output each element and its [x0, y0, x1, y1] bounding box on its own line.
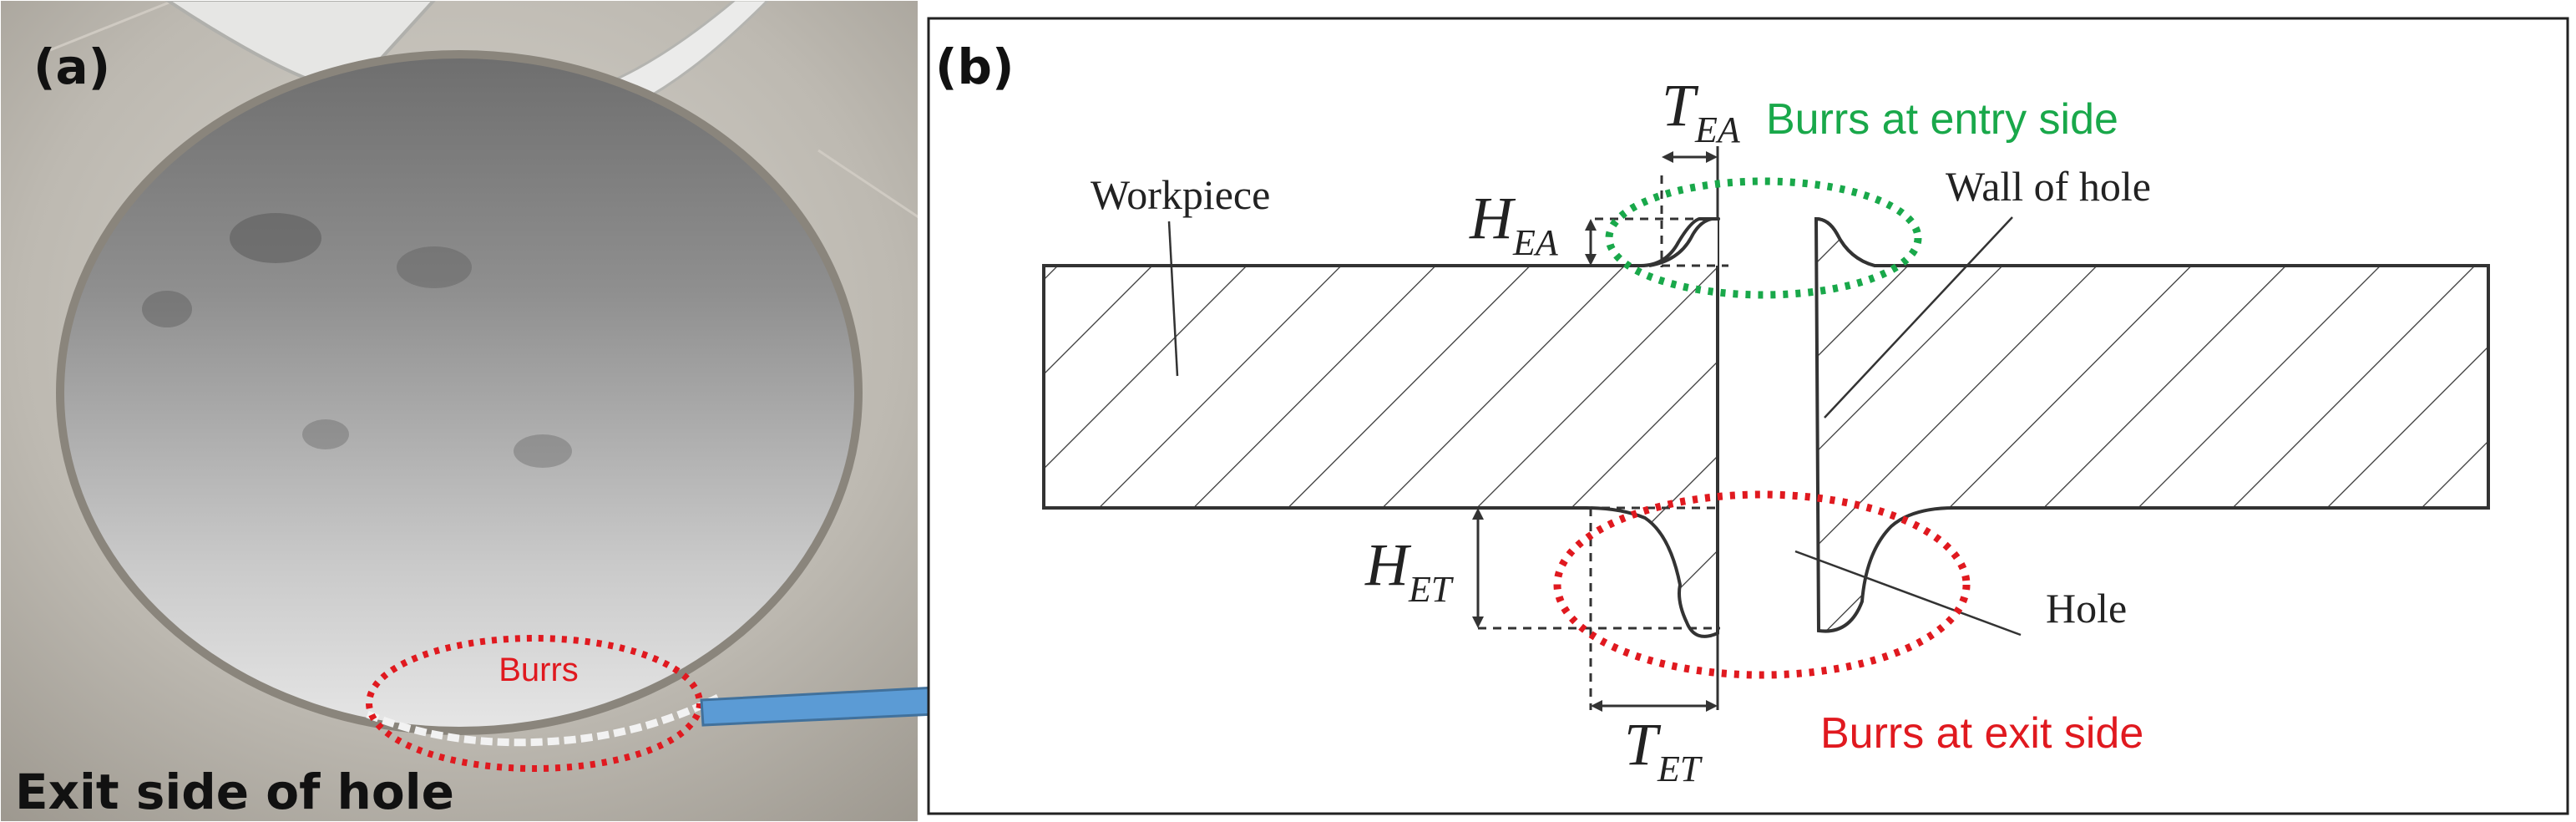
burr-ridge [366, 693, 721, 747]
t-ea-sub: EA [1694, 109, 1741, 150]
entry-burrs-ellipse [1605, 177, 1922, 299]
hole-spot [514, 434, 572, 468]
h-et-arrowhead [1472, 616, 1484, 628]
drilled-hole [56, 50, 863, 735]
panel-a-caption: Exit side of hole [15, 764, 454, 820]
h-ea-arrowhead [1585, 254, 1597, 266]
h-ea-sub: EA [1512, 222, 1559, 263]
t-et-main: T [1624, 711, 1662, 778]
burrs-label: Burrs [498, 652, 579, 688]
burrs-highlight-ellipse [366, 635, 703, 772]
h-ea-main: H [1469, 185, 1516, 251]
plate-scratch [817, 149, 919, 219]
panel-b-label: (b) [935, 38, 1015, 95]
exit-burrs-ellipse [1553, 490, 1971, 679]
entry-burr-left [1649, 219, 1718, 266]
h-et-sub: ET [1408, 569, 1455, 610]
t-et-symbol: TET [1624, 711, 1703, 789]
entry-burr-right-outline [1815, 217, 1875, 267]
hole-spot [302, 419, 349, 449]
t-ea-symbol: TEA [1662, 72, 1741, 150]
t-et-sub: ET [1657, 748, 1703, 789]
h-et-main: H [1364, 531, 1412, 598]
wall-of-hole-leader [1824, 216, 2013, 419]
workpiece-left-block [1042, 217, 1719, 638]
workpiece-label: Workpiece [1091, 171, 1270, 218]
t-ea-arrowhead [1662, 151, 1673, 163]
t-ea-arrowhead [1706, 151, 1718, 163]
hole-label: Hole [2046, 585, 2127, 632]
exit-burrs-label: Burrs at exit side [1820, 709, 2143, 758]
h-et-symbol: HET [1364, 531, 1455, 610]
h-ea-symbol: HEA [1469, 185, 1559, 263]
panel-a-label: (a) [33, 38, 110, 95]
t-ea-main: T [1662, 72, 1699, 139]
panel-b-diagram: (b) [927, 17, 2569, 815]
hole-spot [397, 246, 472, 288]
h-et-arrowhead [1472, 508, 1484, 520]
panel-a-photo: (a) Exit side of hole Burrs [0, 0, 919, 822]
t-et-arrowhead [1591, 700, 1602, 712]
workpiece-leader [1167, 221, 1179, 377]
hole-spot [230, 213, 321, 263]
wall-of-hole-label: Wall of hole [1946, 163, 2151, 210]
panel-a-border [0, 0, 919, 822]
t-et-arrowhead [1706, 700, 1718, 712]
entry-burrs-label: Burrs at entry side [1766, 95, 2118, 144]
h-ea-arrowhead [1585, 219, 1597, 231]
hole-spot [142, 291, 192, 327]
hole-leader [1794, 550, 2022, 637]
plate-scratch [49, 0, 176, 52]
